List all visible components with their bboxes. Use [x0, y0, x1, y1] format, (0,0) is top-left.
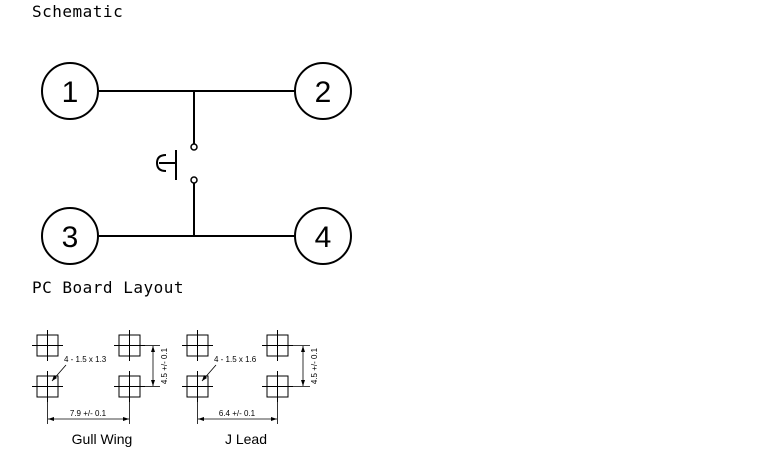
- j-lead-footprint: 4 - 1.5 x 1.6 4.5 +/- 0.1 6.4 +/- 0.1 J …: [182, 330, 319, 447]
- pushbutton-actuator-symbol: [155, 150, 177, 180]
- pad-top-left: [32, 330, 63, 361]
- pad-size-label: 4 - 1.5 x 1.6: [214, 355, 257, 364]
- pcb-layout-heading: PC Board Layout: [32, 278, 184, 297]
- gull-wing-caption: Gull Wing: [72, 431, 133, 447]
- schematic: 1 2 3 4: [41, 62, 352, 265]
- pad-bottom-left: [182, 371, 213, 402]
- pin-2-label: 2: [315, 76, 332, 109]
- pin-4-label: 4: [315, 221, 332, 254]
- pad-bottom-right: [262, 371, 293, 402]
- j-lead-caption: J Lead: [225, 431, 267, 447]
- height-label: 4.5 +/- 0.1: [160, 347, 169, 384]
- switch-contact-bottom: [190, 176, 198, 184]
- pad-top-right: [114, 330, 145, 361]
- pad-top-left: [182, 330, 213, 361]
- pin-3-label: 3: [62, 221, 79, 254]
- pin-4: 4: [294, 207, 352, 265]
- pin-1: 1: [41, 62, 99, 120]
- gull-wing-footprint: 4 - 1.5 x 1.3 4.5 +/- 0.1 7.9 +/- 0.1 Gu…: [32, 330, 169, 447]
- width-label: 7.9 +/- 0.1: [70, 409, 107, 418]
- pin-1-label: 1: [62, 76, 79, 109]
- width-label: 6.4 +/- 0.1: [219, 409, 256, 418]
- pin-2: 2: [294, 62, 352, 120]
- pad-bottom-right: [114, 371, 145, 402]
- pad-bottom-left: [32, 371, 63, 402]
- switch-contact-top: [190, 143, 198, 151]
- pin-3: 3: [41, 207, 99, 265]
- schematic-heading: Schematic: [32, 2, 124, 21]
- pad-top-right: [262, 330, 293, 361]
- height-label: 4.5 +/- 0.1: [310, 347, 319, 384]
- pad-size-label: 4 - 1.5 x 1.3: [64, 355, 107, 364]
